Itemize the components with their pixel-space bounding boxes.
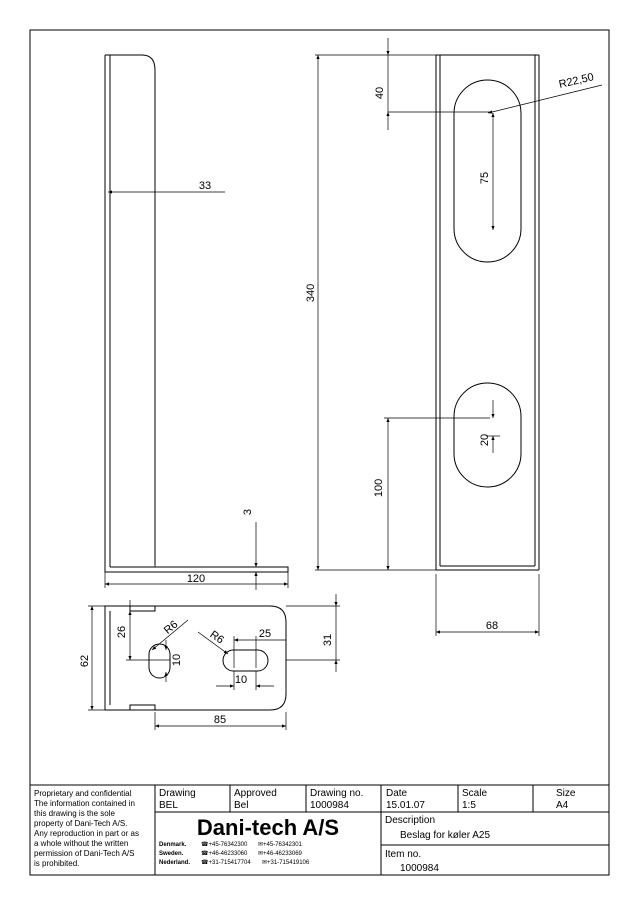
base-hole-left (148, 643, 171, 679)
dimension-slot-height (216, 671, 274, 690)
dimension-side-bottom (104, 572, 289, 588)
svg-text:a whole without the written: a whole without the written (34, 839, 128, 848)
dimension-lower-slot (486, 400, 500, 453)
approved-label: Approved (234, 788, 277, 799)
svg-text:✉+31-715419106: ✉+31-715419106 (262, 860, 310, 866)
dim-total-height: 340 (305, 284, 317, 302)
drawing-label: Drawing (159, 788, 196, 799)
date-label: Date (386, 788, 408, 799)
dim-front-width: 68 (486, 620, 498, 632)
dim-hole-radius-left: R6 (162, 619, 180, 637)
upper-slot (453, 79, 522, 263)
dim-hole-height-left: 10 (171, 654, 183, 666)
dimension-right-edge (286, 594, 340, 672)
dimension-hole-radius-left (151, 619, 189, 651)
dim-top-offset: 40 (374, 87, 386, 99)
dim-slot-length: 75 (479, 172, 491, 184)
size-label: Size (556, 788, 576, 799)
dimension-hole-offset (126, 600, 170, 661)
dim-side-bottom: 120 (187, 573, 205, 585)
date-value: 15.01.07 (386, 800, 425, 811)
svg-text:Denmark.: Denmark. (159, 842, 187, 848)
dimension-front-width (435, 574, 540, 636)
dimension-slot-width (233, 636, 286, 668)
approved-value: Bel (234, 800, 248, 811)
dim-side-thickness: 3 (242, 509, 254, 515)
dimension-slot-radius (487, 84, 603, 114)
svg-text:property of Dani-Tech A/S.: property of Dani-Tech A/S. (34, 819, 127, 828)
dim-slot-width: 25 (259, 628, 271, 640)
svg-text:☎+46-46233060: ☎+46-46233060 (201, 850, 248, 857)
svg-text:Sweden.: Sweden. (159, 851, 184, 857)
dimension-bottom-offset (384, 417, 490, 570)
base-view (104, 605, 287, 711)
svg-text:☎+31-715417704: ☎+31-715417704 (201, 859, 251, 866)
drawing-border (29, 29, 610, 876)
side-view (104, 54, 289, 573)
dim-base-height: 62 (79, 655, 91, 667)
dim-side-width: 33 (199, 180, 211, 192)
dimension-top-offset (386, 38, 490, 130)
base-slot-right (222, 649, 269, 672)
lower-slot (453, 382, 522, 488)
dim-slot-height: 10 (235, 674, 247, 686)
svg-text:Any reproduction in part or as: Any reproduction in part or as (34, 829, 139, 838)
svg-text:The information contained in: The information contained in (34, 799, 135, 808)
item-value: 1000984 (400, 863, 439, 874)
svg-text:Nederland.: Nederland. (159, 860, 190, 866)
dim-base-width: 85 (214, 714, 226, 726)
svg-text:✉+45-76342301: ✉+45-76342301 (258, 842, 303, 848)
svg-text:this drawing is the sole: this drawing is the sole (34, 809, 115, 818)
contact-list: Denmark. ☎+45-76342300 ✉+45-76342301 Swe… (159, 841, 310, 866)
drawing-no-label: Drawing no. (310, 788, 363, 799)
scale-label: Scale (462, 788, 487, 799)
svg-text:✉+46-46233069: ✉+46-46233069 (258, 851, 303, 857)
svg-text:☎+45-76342300: ☎+45-76342300 (201, 841, 248, 848)
dim-hole-offset: 26 (116, 626, 128, 638)
dim-lower-slot: 20 (479, 434, 491, 446)
item-label: Item no. (385, 849, 421, 860)
dim-bottom-offset: 100 (373, 479, 385, 497)
description-value: Beslag for køler A25 (400, 830, 490, 841)
dim-right-edge: 31 (322, 634, 334, 646)
description-label: Description (385, 815, 435, 826)
scale-value: 1:5 (462, 800, 476, 811)
dimension-base-width (154, 712, 287, 730)
size-value: A4 (556, 800, 569, 811)
dim-hole-radius-right: R6 (208, 629, 226, 647)
title-block (30, 784, 609, 875)
confidential-notice: Proprietary and confidential The informa… (34, 789, 139, 868)
svg-text:Proprietary and confidential: Proprietary and confidential (34, 789, 132, 798)
front-view (435, 54, 540, 571)
drawing-value: BEL (159, 800, 178, 811)
dimension-total-height (315, 54, 436, 571)
svg-text:permission of Dani-Tech A/S: permission of Dani-Tech A/S (34, 849, 135, 858)
drawing-no-value: 1000984 (310, 800, 349, 811)
dimension-base-height (88, 605, 105, 711)
dimension-hole-radius-right (197, 631, 229, 655)
svg-text:is prohibited.: is prohibited. (34, 859, 79, 868)
company-name: Dani-tech A/S (197, 815, 339, 840)
